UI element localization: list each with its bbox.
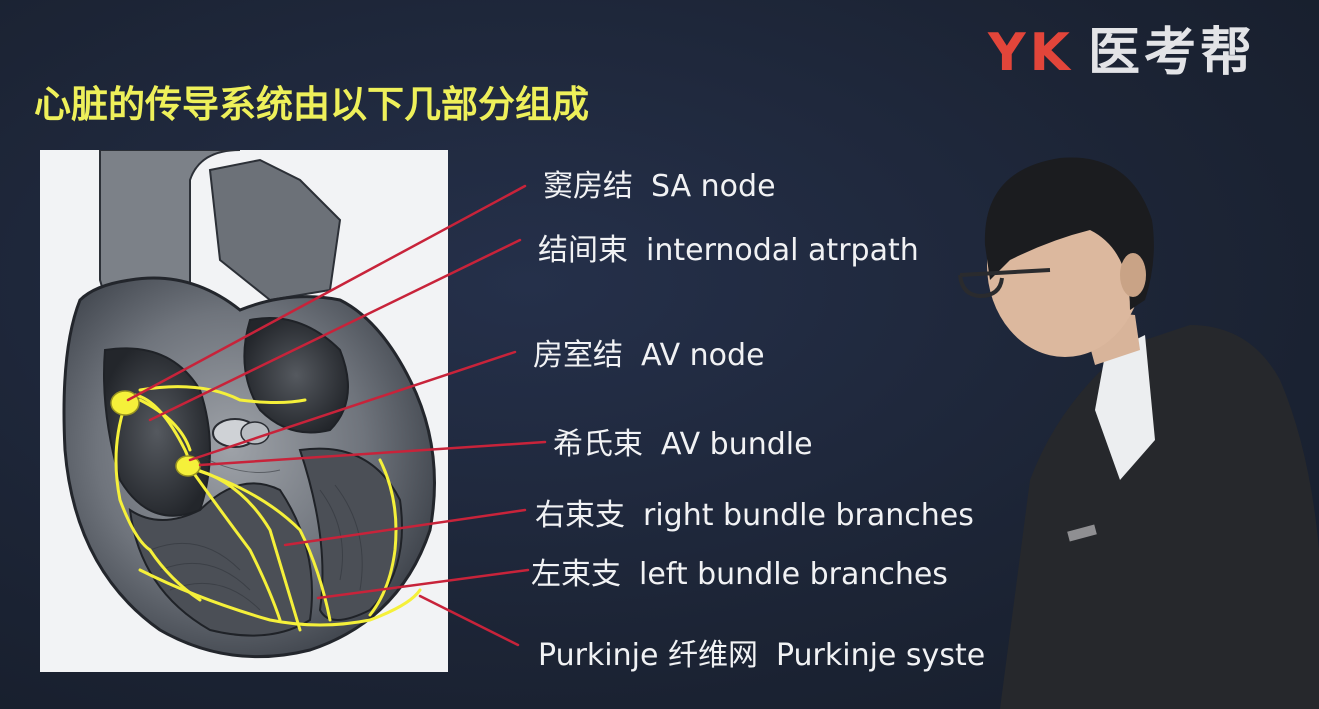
presenter-hair — [984, 157, 1154, 310]
label-cn: 房室结 — [533, 338, 623, 373]
label-cn: 左束支 — [531, 557, 621, 592]
vessel-shape — [208, 158, 342, 302]
logo-name: 医考帮 — [1087, 23, 1256, 83]
label-cn: Purkinje 纤维网 — [538, 638, 758, 673]
logo-brand: YK — [988, 23, 1074, 83]
valve-shape — [240, 421, 270, 445]
presenter-badge — [1067, 524, 1097, 542]
label-cn: 希氏束 — [553, 427, 643, 462]
label-cn: 结间束 — [538, 233, 628, 268]
label-cn: 右束支 — [535, 498, 625, 533]
label-av-node: 房室结 AV node — [533, 330, 765, 374]
label-sa-node: 窦房结 SA node — [543, 161, 776, 205]
presenter-ear — [1120, 253, 1146, 297]
label-en: AV bundle — [661, 427, 813, 462]
label-left-bundle: 左束支 left bundle branches — [531, 549, 948, 593]
presenter-suit — [1000, 325, 1319, 709]
sa-node-marker — [110, 390, 140, 416]
heart-illustration — [40, 150, 448, 672]
heart-drawing — [62, 150, 436, 659]
presenter-figure — [958, 157, 1319, 709]
label-av-bundle: 希氏束 AV bundle — [553, 419, 813, 463]
label-cn: 窦房结 — [543, 169, 633, 204]
label-internodal: 结间束 internodal atrpath — [538, 225, 919, 269]
av-node-marker — [175, 455, 201, 477]
right-ventricle — [128, 482, 313, 637]
label-en: SA node — [651, 169, 776, 204]
label-en: AV node — [641, 338, 765, 373]
label-en: right bundle branches — [643, 498, 974, 533]
label-purkinje: Purkinje 纤维网 Purkinje syste — [538, 630, 985, 674]
glasses-icon — [958, 268, 1051, 299]
label-en: Purkinje syste — [775, 638, 986, 673]
presenter-shirt — [1095, 335, 1155, 480]
label-en: internodal atrpath — [646, 233, 919, 268]
label-en: left bundle branches — [639, 557, 948, 592]
slide-title: 心脏的传导系统由以下几部分组成 — [34, 83, 589, 126]
label-right-bundle: 右束支 right bundle branches — [535, 490, 974, 534]
